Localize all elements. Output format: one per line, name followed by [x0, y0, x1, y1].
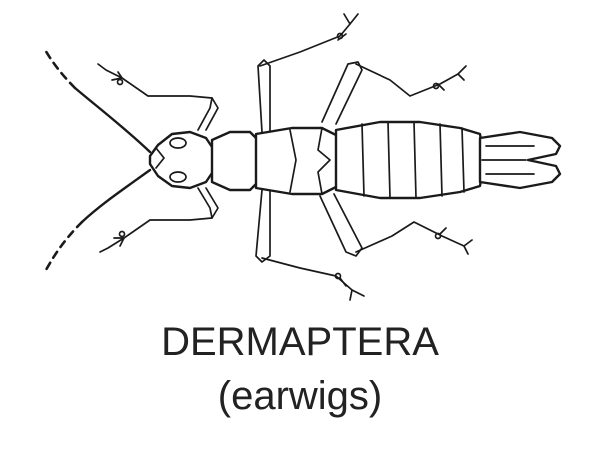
leg-middle-lower — [255, 189, 365, 301]
abdomen — [334, 120, 486, 200]
common-name-label: (earwigs) — [217, 374, 383, 418]
leg-front-upper — [97, 63, 219, 131]
pronotum — [210, 130, 260, 192]
leg-middle-upper — [257, 13, 359, 133]
leg-hind-lower — [319, 193, 473, 257]
leg-front-lower — [99, 187, 219, 253]
cerci — [478, 130, 562, 190]
leg-hind-upper — [321, 61, 467, 125]
antenna-lower — [44, 168, 152, 272]
order-name-label: DERMAPTERA — [161, 320, 439, 364]
head — [148, 130, 216, 190]
elytra — [254, 126, 342, 196]
antenna-upper — [42, 46, 152, 154]
earwig-icon — [42, 13, 562, 301]
